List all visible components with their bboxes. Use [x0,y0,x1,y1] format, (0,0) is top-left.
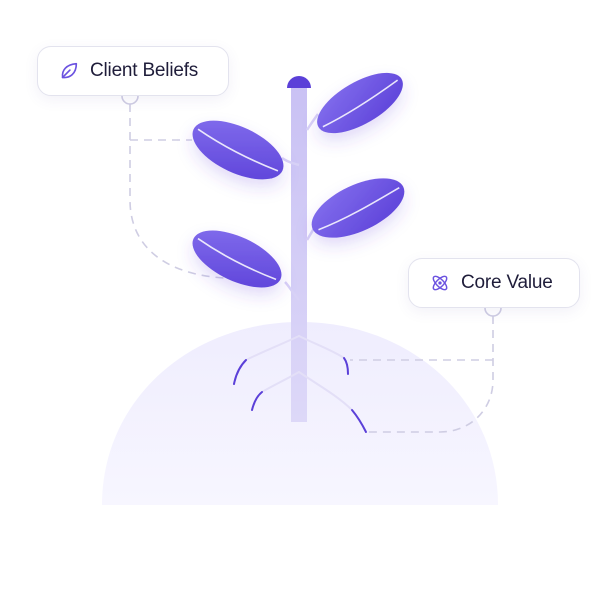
leaf-icon [58,60,80,82]
leaf-upper-right [317,72,403,134]
client-beliefs-label: Client Beliefs [37,46,229,96]
core-value-label: Core Value [408,258,580,308]
leaf-lower-left [192,230,282,288]
atom-icon [429,272,451,294]
core-value-text: Core Value [461,272,553,293]
leaf-upper-left [192,120,284,180]
leaf-middle-right [311,178,405,238]
client-beliefs-text: Client Beliefs [90,60,199,81]
plant-roots [233,335,367,433]
stem-cap [287,76,311,88]
connector-lines [129,104,494,433]
